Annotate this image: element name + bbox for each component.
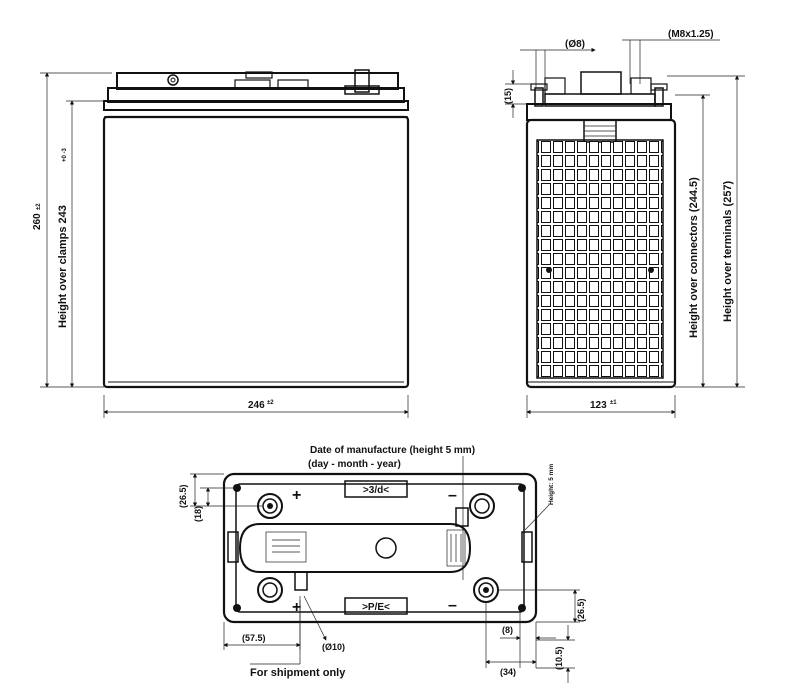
front-lid-rim [107,87,405,103]
front-width-tol: ±2 [267,400,274,406]
dim-8: (8) [502,625,513,635]
top-code-text: >3/d< [363,485,389,496]
shipment-label: For shipment only [250,667,346,679]
terminal-negative-bottom [473,577,499,603]
front-height-label: 260 [32,213,43,230]
plus-sign-bottom: + [292,599,301,616]
side-terminal-left [534,87,544,107]
dim-18: (18) [193,506,203,522]
side-ribbed-panel [536,139,664,379]
side-thread-label: (M8x1.25) [668,29,714,40]
side-terminals-label: Height over terminals (257) [722,180,734,322]
top-vent-hole [375,537,397,559]
side-connectors-label: Height over connectors (244.5) [688,177,700,338]
side-terminal-height-label: (15) [503,88,513,104]
front-width-label: 246 [248,400,265,411]
front-top-band [103,100,409,111]
dim-diameter-10: (Ø10) [322,642,345,652]
minus-sign-bottom: – [448,597,457,614]
front-terminal-right [354,69,370,93]
side-width-tol: ±1 [610,400,617,406]
dim-10-5: (10.5) [554,646,564,670]
top-code-box [344,480,408,498]
dim-57-5: (57.5) [242,633,266,643]
date-format: (day - month - year) [308,459,401,470]
dim-26-5-right: (26.5) [576,598,586,622]
top-inner-lid [235,483,525,613]
top-outer-lid [222,472,538,624]
side-battery-body [525,118,677,389]
top-vent-channel [238,523,472,573]
terminal-negative-top [469,493,495,519]
side-width-label: 123 [590,400,607,411]
front-view: 246 ±2 260 ±2 Height over clamps 243 +0 … [32,69,410,418]
front-terminal-left [167,74,179,86]
bottom-code-box [344,597,408,615]
front-battery-body [102,115,410,389]
height-note: Height: 5 mm [548,464,555,505]
bottom-code-text: >P/E< [362,602,390,613]
top-view: Date of manufacture (height 5 mm) (day -… [178,445,586,683]
front-clamps-tol: +0 -3 [62,147,68,162]
front-height-tol: ±2 [36,203,42,210]
dim-26-5-top: (26.5) [178,484,188,508]
front-clamps-label: Height over clamps 243 [57,205,69,328]
side-view: 123 ±1 (Ø8) (M8x1.25) (15) Height over c… [503,29,745,418]
terminal-positive-bottom [257,577,283,603]
date-title: Date of manufacture (height 5 mm) [310,445,475,456]
plus-sign-top: + [292,487,301,504]
minus-sign-top: – [448,487,457,504]
side-diameter-label: (Ø8) [565,39,585,50]
dim-34: (34) [500,667,516,677]
